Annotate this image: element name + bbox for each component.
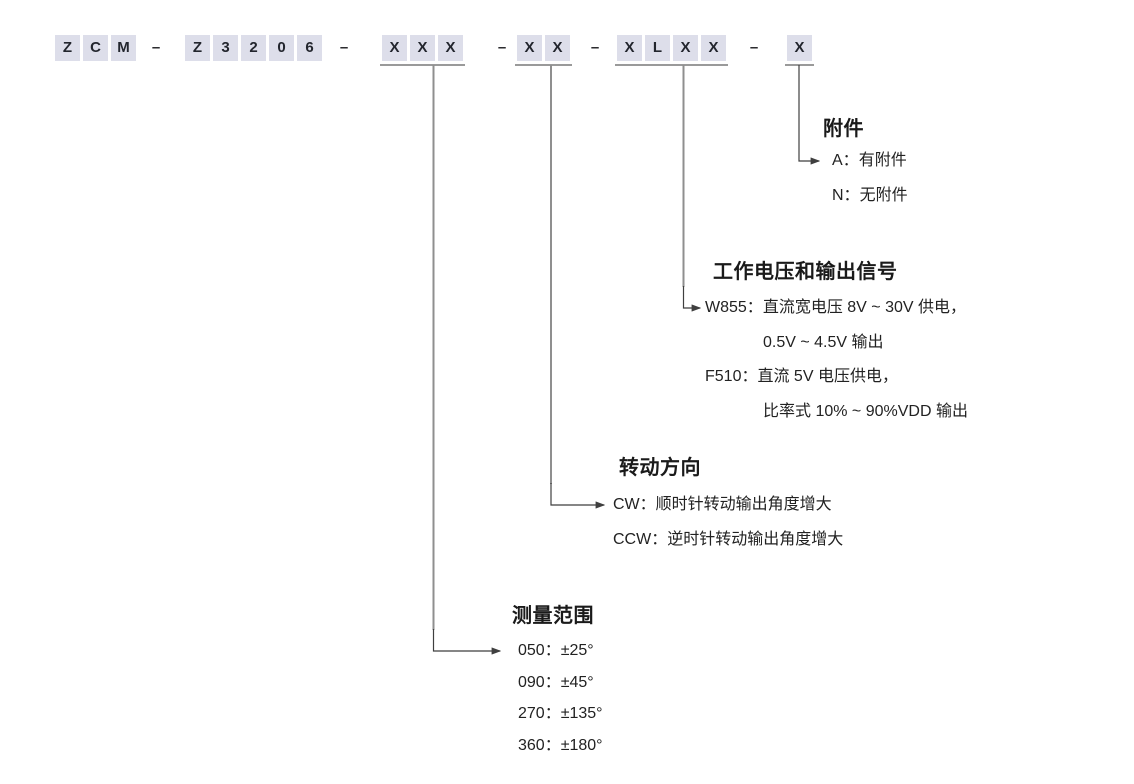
part-number-char-box: Z [185, 35, 210, 61]
connector-rotation-direction [550, 65, 606, 509]
item-desc: ±180° [560, 736, 603, 754]
part-number-char-box: X [673, 35, 698, 61]
part-number-char-box: 0 [269, 35, 294, 61]
part-number-char-box: X [410, 35, 435, 61]
item-desc: 直流宽电压 8V ~ 30V 供电， [762, 299, 966, 316]
part-number-char-box: X [617, 35, 642, 61]
section-items-measuring-range: 050：±25°090：±45°270：±135°360：±180° [518, 635, 603, 761]
group-underline [380, 64, 465, 66]
part-number-char-box: X [382, 35, 407, 61]
list-item: 270：±135° [518, 698, 603, 730]
list-item: A：有附件 [832, 143, 908, 178]
list-item: 090：±45° [518, 667, 603, 699]
item-code: CW： [613, 496, 656, 513]
list-item-continuation: 0.5V ~ 4.5V 输出 [763, 333, 884, 351]
separator-dash: – [151, 39, 161, 56]
list-item: CCW：逆时针转动输出角度增大 [613, 522, 843, 557]
section-title-voltage-output: 工作电压和输出信号 [713, 261, 898, 283]
part-number-char-box: L [645, 35, 670, 61]
part-number-char-box: M [111, 35, 136, 61]
part-number-char-box: X [701, 35, 726, 61]
item-code: 360： [518, 736, 561, 754]
part-number-char-box: C [83, 35, 108, 61]
list-item: 360：±180° [518, 730, 603, 762]
separator-dash: – [497, 39, 507, 56]
section-items-voltage-output: W855：直流宽电压 8V ~ 30V 供电， 0.5V ~ 4.5V 输出 F51… [705, 291, 968, 429]
group-underline [615, 64, 728, 66]
item-code: CCW： [613, 531, 668, 548]
list-item-continuation: 比率式 10% ~ 90%VDD 输出 [763, 402, 968, 420]
section-title-measuring-range: 测量范围 [512, 605, 594, 627]
group-underline [515, 64, 572, 66]
part-number-char-box: 6 [297, 35, 322, 61]
item-code: F510： [705, 368, 758, 385]
item-code: 270： [518, 705, 561, 722]
connector-measuring-range [432, 65, 502, 655]
item-desc: 顺时针转动输出角度增大 [655, 496, 832, 513]
part-number-char-box: X [517, 35, 542, 61]
connector-voltage-output [682, 65, 702, 312]
section-title-accessory: 附件 [823, 118, 864, 140]
list-item: CW：顺时针转动输出角度增大 [613, 487, 843, 522]
part-number-char-box: 3 [213, 35, 238, 61]
item-desc: ±45° [560, 673, 594, 691]
item-code: N： [832, 187, 860, 204]
group-underline [785, 64, 814, 66]
separator-dash: – [590, 39, 600, 56]
separator-dash: – [339, 39, 349, 56]
item-desc: 直流 5V 电压供电， [757, 368, 898, 385]
list-item: F510：直流 5V 电压供电， [705, 360, 968, 395]
part-number-char-box: Z [55, 35, 80, 61]
list-item: W855：直流宽电压 8V ~ 30V 供电， [705, 291, 968, 326]
item-desc: 逆时针转动输出角度增大 [667, 531, 844, 548]
connector-accessory [798, 65, 821, 165]
item-desc: 无附件 [859, 187, 908, 204]
part-number-char-box: X [438, 35, 463, 61]
item-code: 090： [518, 673, 561, 691]
part-number-char-box: 2 [241, 35, 266, 61]
item-desc: 有附件 [858, 152, 907, 169]
separator-dash: – [749, 39, 759, 56]
list-item: 050：±25° [518, 635, 603, 667]
item-desc: ±25° [560, 642, 594, 659]
part-number-char-box: X [787, 35, 812, 61]
item-desc: ±135° [560, 705, 603, 722]
section-title-rotation-direction: 转动方向 [619, 457, 701, 479]
item-code: W855： [705, 299, 763, 316]
item-code: A： [832, 152, 859, 169]
list-item: N：无附件 [832, 178, 908, 213]
item-code: 050： [518, 642, 561, 659]
part-number-char-box: X [545, 35, 570, 61]
